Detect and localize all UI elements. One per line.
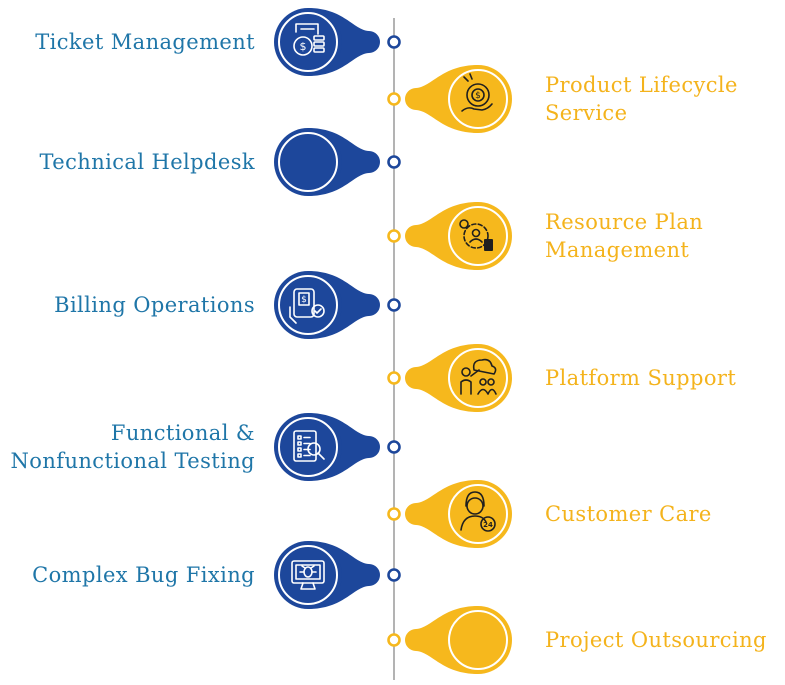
timeline-label-line: Functional & — [110, 421, 255, 445]
timeline-label-line: Platform Support — [545, 366, 737, 390]
pin-ball — [274, 541, 342, 609]
timeline-label-line: Product Lifecycle — [545, 73, 738, 97]
timeline-node — [274, 128, 401, 196]
pin-ring — [278, 417, 338, 477]
timeline-label-line: Technical Helpdesk — [39, 150, 255, 174]
axis-marker — [387, 568, 401, 582]
svg-text:$: $ — [301, 295, 307, 305]
timeline-label: Complex Bug Fixing — [32, 561, 255, 589]
monitor-bug-icon — [291, 560, 325, 590]
axis-marker — [387, 371, 401, 385]
svg-text:24: 24 — [483, 521, 493, 529]
timeline-node: $ — [274, 8, 401, 76]
pin-ring — [278, 545, 338, 605]
timeline-label-line: Resource Plan — [545, 210, 704, 234]
timeline-node: $ — [387, 65, 512, 133]
pin-ball — [274, 128, 342, 196]
axis-marker — [387, 35, 401, 49]
agent-24-icon: 24 — [460, 491, 496, 532]
timeline-label-line: Ticket Management — [35, 30, 255, 54]
cloud-presentation-icon — [460, 358, 497, 395]
timeline-node — [387, 606, 512, 674]
timeline-node — [274, 541, 401, 609]
pin-ring — [278, 12, 338, 72]
timeline-node — [387, 344, 512, 412]
timeline-label-line: Nonfunctional Testing — [10, 449, 255, 473]
pin-ball — [274, 8, 342, 76]
pin-ring — [278, 275, 338, 335]
pin-ball — [444, 606, 512, 674]
billing-device-icon: $ — [289, 288, 325, 324]
timeline-node: $ — [274, 271, 401, 339]
hand-dollar-cycle-icon: $ — [461, 73, 493, 112]
axis-marker — [387, 155, 401, 169]
timeline-label: Project Outsourcing — [545, 626, 767, 654]
timeline-node: 24 — [387, 480, 512, 548]
axis-marker — [387, 298, 401, 312]
axis-marker — [387, 229, 401, 243]
axis-marker — [387, 633, 401, 647]
pin-ball — [444, 65, 512, 133]
timeline-node — [274, 413, 401, 481]
timeline-label-line: Service — [545, 101, 628, 125]
timeline-label-line: Customer Care — [545, 502, 712, 526]
pin-ball — [444, 344, 512, 412]
timeline-node — [387, 202, 512, 270]
pin-ring — [448, 69, 508, 129]
axis-marker — [387, 507, 401, 521]
timeline-label: Billing Operations — [54, 291, 255, 319]
checklist-search-icon — [293, 430, 325, 462]
timeline-label: Technical Helpdesk — [40, 148, 255, 176]
gear-people-document-icon — [459, 219, 493, 251]
pin-ring — [278, 132, 338, 192]
axis-marker — [387, 440, 401, 454]
pin-ring — [448, 348, 508, 408]
pin-ring — [448, 484, 508, 544]
timeline-label: Functional & Nonfunctional Testing — [11, 419, 255, 475]
timeline-label-line: Management — [545, 238, 690, 262]
timeline-label: Ticket Management — [35, 28, 255, 56]
timeline-label-line: Billing Operations — [54, 293, 255, 317]
timeline-label-line: Complex Bug Fixing — [32, 563, 255, 587]
ticket-dollar-icon: $ — [293, 23, 325, 56]
timeline-label: Platform Support — [545, 364, 736, 392]
timeline-label-line: Project Outsourcing — [545, 628, 767, 652]
pin-ring — [448, 206, 508, 266]
pin-ring — [448, 610, 508, 670]
svg-text:$: $ — [475, 91, 481, 101]
svg-text:$: $ — [300, 40, 307, 53]
axis-marker — [387, 92, 401, 106]
timeline-label: Customer Care — [545, 500, 712, 528]
